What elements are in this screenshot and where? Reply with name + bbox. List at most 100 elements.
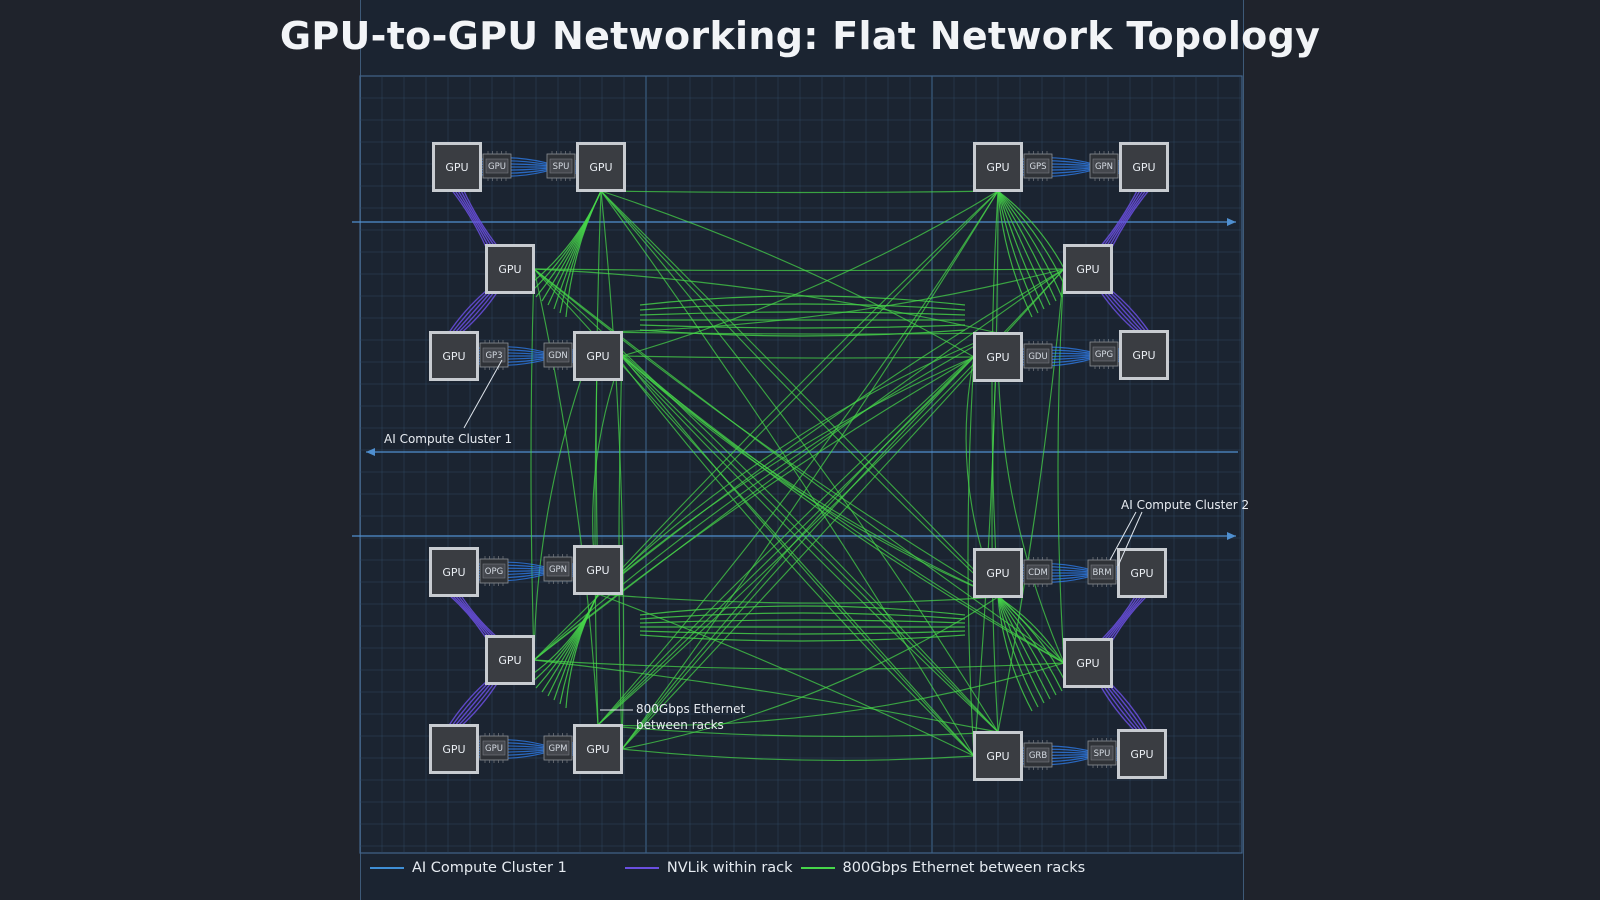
- ethernet-link: [997, 190, 1057, 302]
- nvlink-link: [456, 188, 493, 248]
- gpu-node: GPU: [1119, 142, 1169, 192]
- ethernet-links: [523, 190, 1075, 761]
- switch-label: GRB: [1029, 751, 1047, 761]
- gpu-node: GPU: [1117, 729, 1167, 779]
- ethernet-link: [533, 268, 1065, 272]
- ethernet-link: [997, 190, 1039, 314]
- ethernet-link: [533, 268, 599, 726]
- gpu-label: GPU: [498, 654, 521, 667]
- gpu-node: GPU: [1119, 330, 1169, 380]
- nvlink-link: [450, 593, 490, 639]
- gpu-node: GPU: [973, 142, 1023, 192]
- ethernet-link: [621, 355, 999, 598]
- switch-label: GPG: [1095, 350, 1113, 360]
- nvswitch-chip: GPU: [479, 733, 509, 763]
- nvlink-link: [453, 290, 493, 335]
- legend-item-nvlink: NVLik within rack: [624, 860, 793, 876]
- nvswitch-chip: CDM: [1023, 557, 1053, 587]
- nvlink-link: [447, 593, 487, 639]
- ethernet-link: [597, 190, 999, 595]
- ethernet-link: [594, 331, 599, 726]
- gpu-node: GPU: [1063, 244, 1113, 294]
- ethernet-link: [565, 593, 599, 709]
- ethernet-link: [997, 190, 1051, 306]
- ethernet-link: [639, 311, 966, 316]
- switch-label: OPG: [485, 567, 503, 577]
- nvlink-link: [1102, 290, 1142, 334]
- ethernet-link: [533, 659, 999, 733]
- gpu-label: GPU: [986, 750, 1009, 763]
- nvswitch-chip: GPM: [543, 733, 573, 763]
- gpu-node: GPU: [485, 635, 535, 685]
- switch-label: GPN: [549, 565, 567, 575]
- gpu-node: GPU: [573, 545, 623, 595]
- gpu-node: GPU: [485, 244, 535, 294]
- gpu-label: GPU: [586, 743, 609, 756]
- gpu-node: GPU: [429, 724, 479, 774]
- nvlink-link: [1102, 188, 1142, 248]
- gpu-label: GPU: [586, 350, 609, 363]
- nvswitch-chip: BRM: [1087, 557, 1117, 587]
- switch-label: GDU: [1028, 352, 1047, 362]
- axis-arrow-top-head: [1227, 218, 1236, 226]
- switch-label: GPS: [1029, 162, 1046, 172]
- nvlink-link: [459, 593, 499, 639]
- ethernet-link: [621, 332, 999, 750]
- legend: AI Compute Cluster 1 NVLik within rack 8…: [370, 858, 1085, 878]
- nvswitch-chip: GP3: [479, 340, 509, 370]
- ethernet-link: [597, 724, 999, 737]
- gpu-label: GPU: [1132, 161, 1155, 174]
- ethernet-link: [597, 331, 1065, 664]
- gpu-label: GPU: [1130, 748, 1153, 761]
- ethernet-link: [997, 596, 1039, 708]
- ethernet-link: [621, 355, 999, 733]
- gpu-label: GPU: [442, 350, 465, 363]
- gpu-label: GPU: [986, 161, 1009, 174]
- switch-label: SPU: [1094, 749, 1111, 759]
- cluster2-label: AI Compute Cluster 2: [1121, 498, 1249, 512]
- ethernet-link: [997, 332, 1065, 664]
- gpu-label: GPU: [1076, 657, 1099, 670]
- ethernet-link: [533, 332, 999, 661]
- nvlink-link: [1099, 290, 1139, 334]
- ethernet-link: [533, 356, 975, 661]
- ethernet-link: [991, 190, 999, 598]
- ethernet-link: [597, 331, 999, 335]
- ethernet-link: [597, 331, 999, 598]
- ethernet-link: [529, 190, 602, 294]
- nvlink-link: [459, 290, 499, 335]
- switch-label: GPN: [1095, 162, 1113, 172]
- nvlink-link: [1105, 594, 1143, 642]
- ethernet-label-line1: 800Gbps Ethernet: [636, 702, 745, 716]
- ethernet-link: [621, 355, 975, 757]
- nvlink-link: [1105, 290, 1145, 334]
- gpu-node: GPU: [1117, 548, 1167, 598]
- gpu-node: GPU: [429, 331, 479, 381]
- ethernet-link: [997, 596, 1033, 712]
- ethernet-link: [533, 659, 1065, 670]
- ethernet-link: [639, 612, 966, 620]
- switch-label: SPU: [553, 162, 570, 172]
- gpu-label: GPU: [986, 567, 1009, 580]
- ethernet-link: [1057, 268, 1065, 664]
- gpu-label: GPU: [442, 743, 465, 756]
- nvlink-link: [1111, 290, 1151, 334]
- nvlink-link: [1111, 684, 1149, 733]
- switch-label: GDN: [548, 351, 568, 361]
- ethernet-link: [621, 748, 975, 761]
- legend-swatch-nvlink: [624, 867, 659, 869]
- gpu-label: GPU: [589, 161, 612, 174]
- nvlink-link: [447, 681, 487, 728]
- nvswitch-chip: SPU: [1087, 738, 1117, 768]
- ethernet-link: [597, 190, 999, 726]
- ethernet-link: [621, 355, 1065, 664]
- nvlink-link: [1102, 594, 1140, 642]
- nvlink-link: [450, 188, 487, 248]
- switch-label: BRM: [1092, 568, 1111, 578]
- nvswitch-chip: GDU: [1023, 341, 1053, 371]
- gpu-node: GPU: [432, 142, 482, 192]
- nvlink-link: [459, 188, 496, 248]
- switch-label: GPU: [488, 162, 506, 172]
- nvlink-link: [1108, 188, 1148, 248]
